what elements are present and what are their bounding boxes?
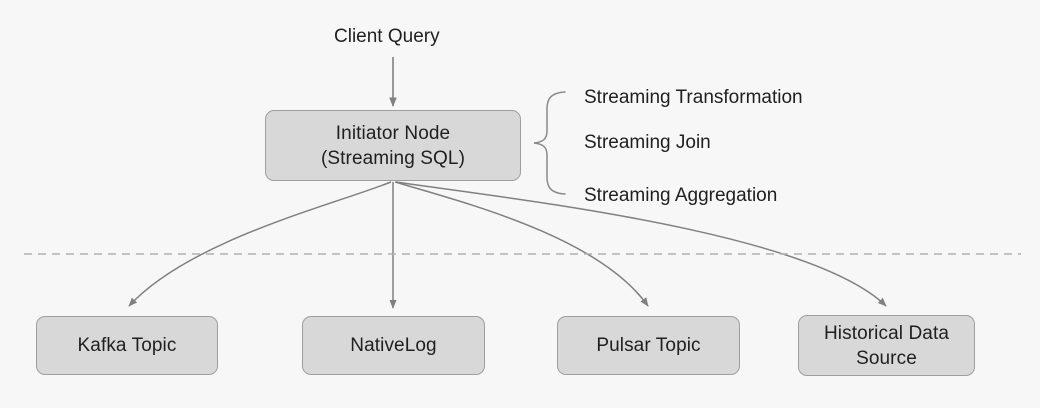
annotation-streaming-aggregation: Streaming Aggregation [584, 185, 778, 206]
node-pulsar-topic-label: Pulsar Topic [596, 335, 701, 356]
node-pulsar-topic[interactable]: Pulsar Topic [557, 316, 740, 375]
annotation-streaming-join: Streaming Join [584, 132, 711, 153]
node-initiator-node-label: Initiator Node (Streaming SQL) [320, 122, 466, 169]
curly-brace [533, 91, 566, 195]
node-nativelog-label: NativeLog [350, 335, 437, 356]
node-initiator-node[interactable]: Initiator Node (Streaming SQL) [265, 110, 521, 181]
node-kafka-topic[interactable]: Kafka Topic [36, 316, 218, 375]
edge-initiator-to-kafka [128, 181, 392, 307]
client-query-label: Client Query [334, 26, 440, 47]
annotation-streaming-transformation: Streaming Transformation [584, 87, 803, 108]
node-historical-data-source-label: Historical Data Source [823, 322, 950, 369]
node-historical-data-source[interactable]: Historical Data Source [798, 315, 975, 376]
node-kafka-topic-label: Kafka Topic [77, 335, 177, 356]
node-nativelog[interactable]: NativeLog [302, 316, 485, 375]
